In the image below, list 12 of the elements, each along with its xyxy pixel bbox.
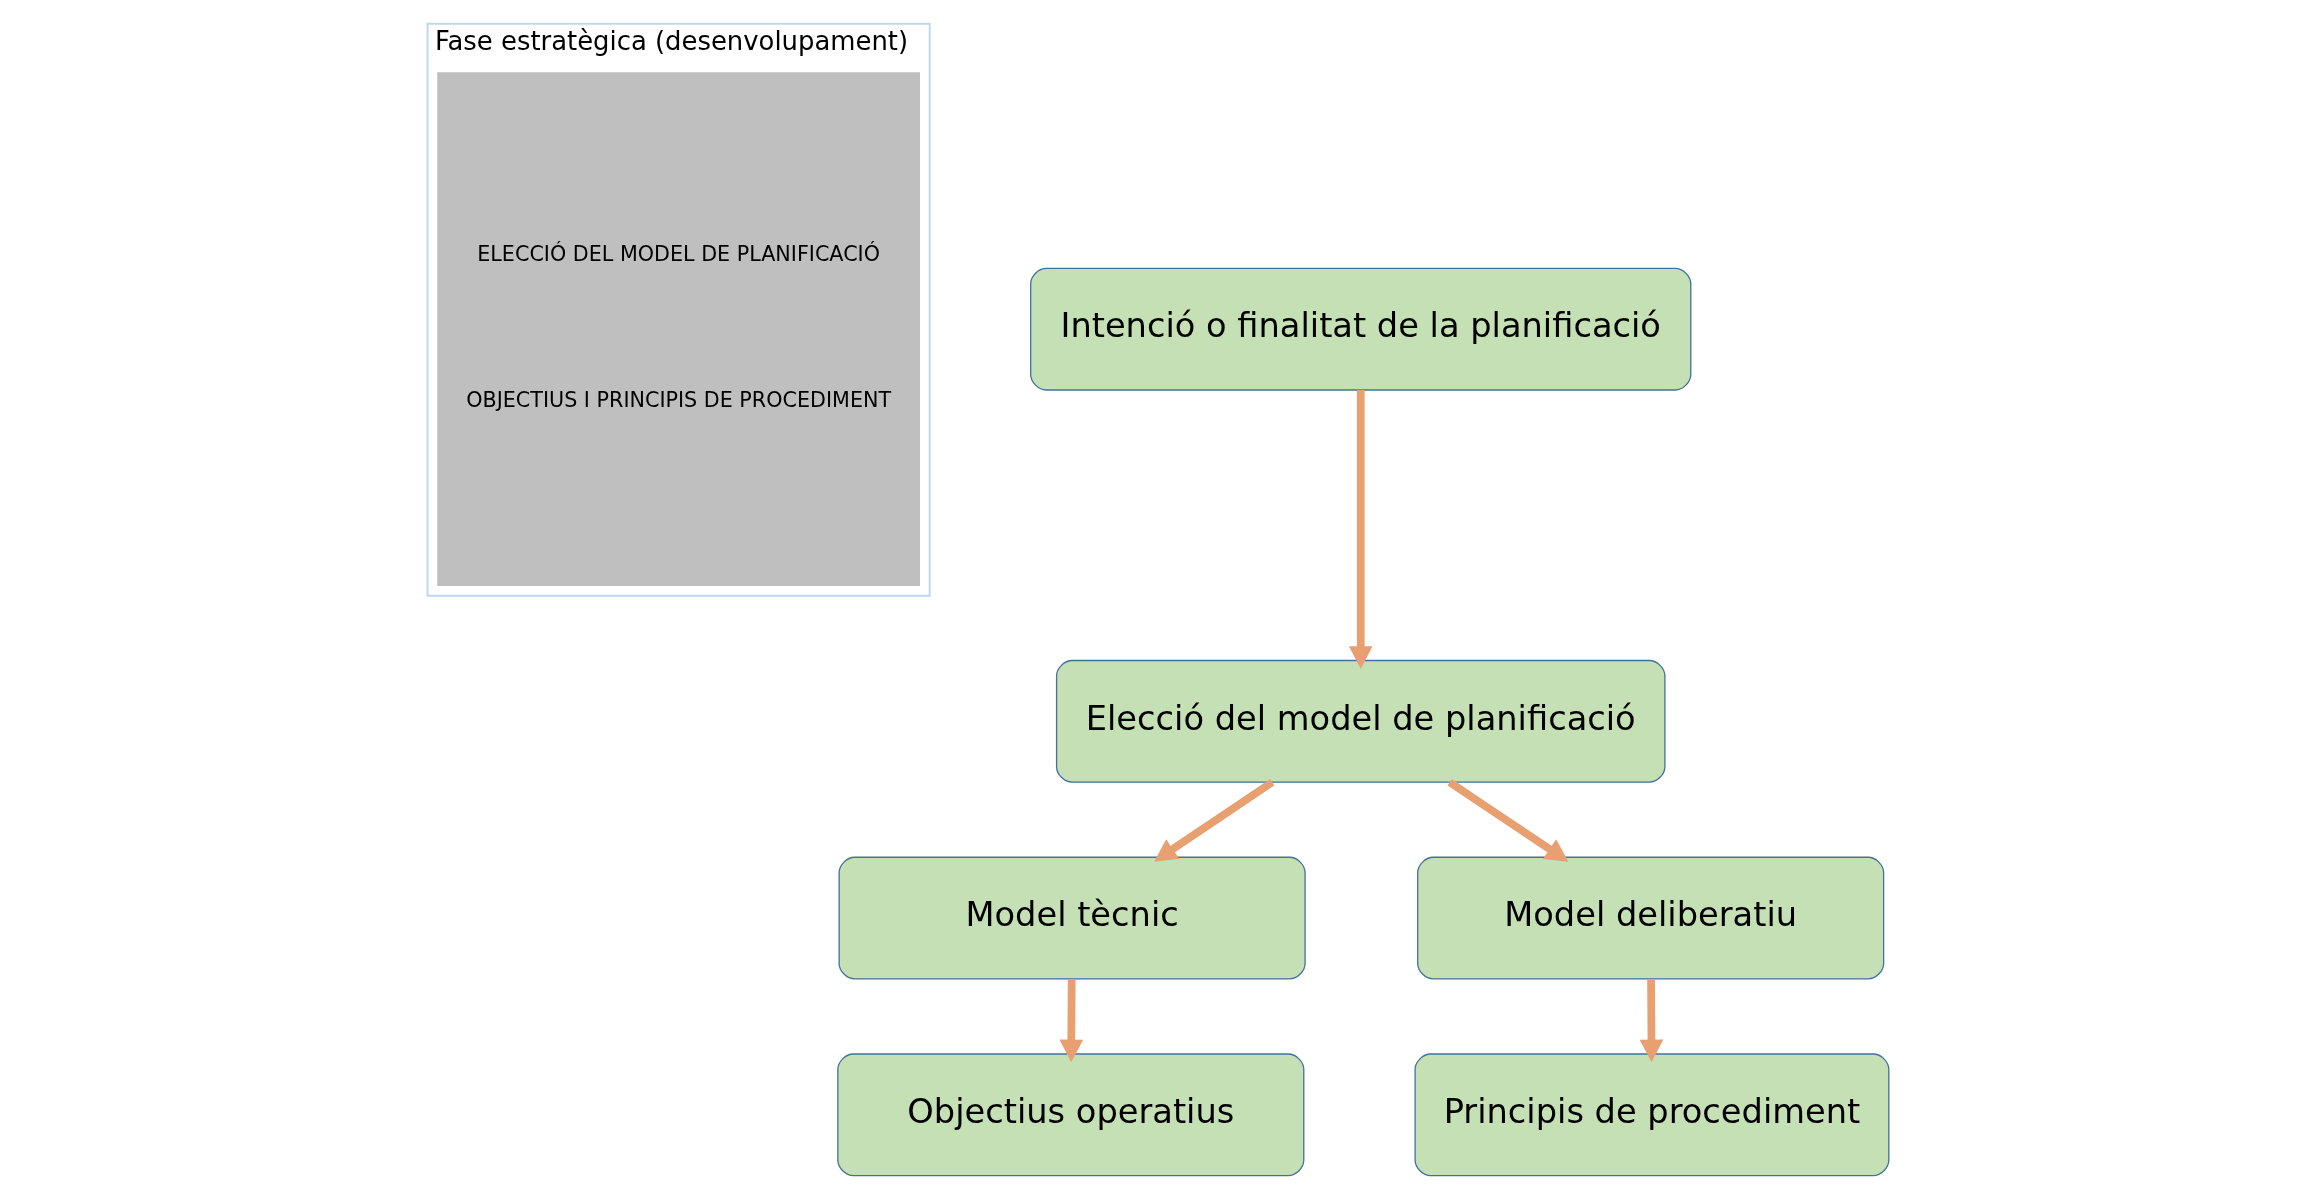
node-box: Model tècnic [838, 856, 1306, 980]
arrow [1059, 979, 1084, 1063]
arrow [1154, 778, 1275, 862]
node-box: Objectius operatius [837, 1053, 1305, 1177]
node-box: ELECCIÓ DEL MODEL DE PLANIFICACIÓ OBJECTIUS I PRINCIPIS DE PROCEDIMENT [437, 72, 920, 587]
arrow [1447, 778, 1569, 862]
node-box: Elecció del model de planificació [1055, 659, 1666, 783]
node-box: Principis de procediment [1414, 1053, 1890, 1177]
node-box: Intenció o finalitat de la planificació [1030, 267, 1692, 391]
arrow [1348, 390, 1373, 669]
arrow [1639, 979, 1664, 1063]
node-box: Model deliberatiu [1417, 856, 1885, 980]
